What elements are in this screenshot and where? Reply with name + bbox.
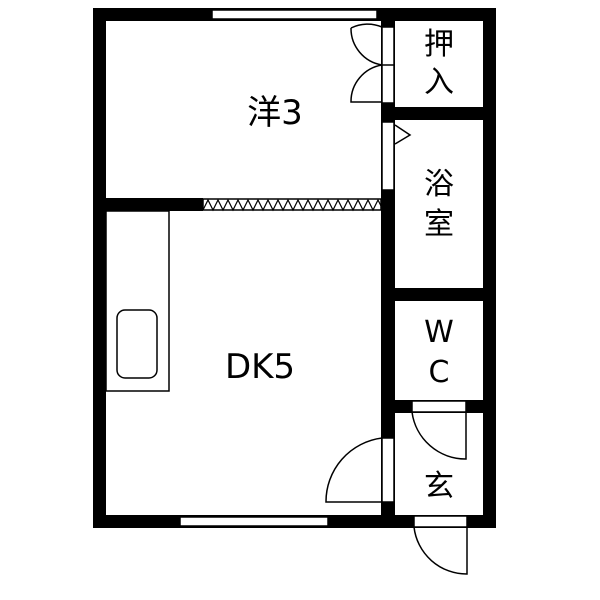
entrance-door-swing bbox=[413, 526, 468, 575]
closet-door-swing-bottom bbox=[350, 64, 383, 103]
closet-door-swing-top bbox=[350, 23, 383, 66]
window-bottom bbox=[179, 516, 329, 527]
room-label-closet-1: 押 bbox=[424, 27, 454, 62]
room-label-bath-1: 浴 bbox=[424, 167, 454, 202]
room-label-wc-2: C bbox=[428, 355, 450, 390]
room-label-wc-1: W bbox=[424, 315, 454, 350]
folding-partition bbox=[202, 198, 382, 212]
interior-wall-western-dk bbox=[93, 198, 203, 211]
room-label-entrance: 玄 bbox=[424, 469, 454, 504]
room-label-western: 洋3 bbox=[247, 93, 303, 133]
wc-door-swing bbox=[411, 411, 467, 460]
window-top bbox=[211, 9, 378, 20]
dk-door-swing bbox=[325, 437, 383, 503]
room-label-bath-2: 室 bbox=[424, 207, 454, 242]
bath-door-marker bbox=[394, 124, 412, 145]
wall-closet-bath bbox=[381, 107, 496, 120]
outer-wall-right bbox=[483, 8, 496, 528]
room-label-closet-2: 入 bbox=[424, 65, 454, 100]
outer-wall-left bbox=[93, 8, 106, 528]
room-label-dk: DK5 bbox=[224, 347, 296, 387]
kitchen-sink bbox=[116, 309, 158, 379]
wall-bath-wc bbox=[381, 288, 496, 301]
